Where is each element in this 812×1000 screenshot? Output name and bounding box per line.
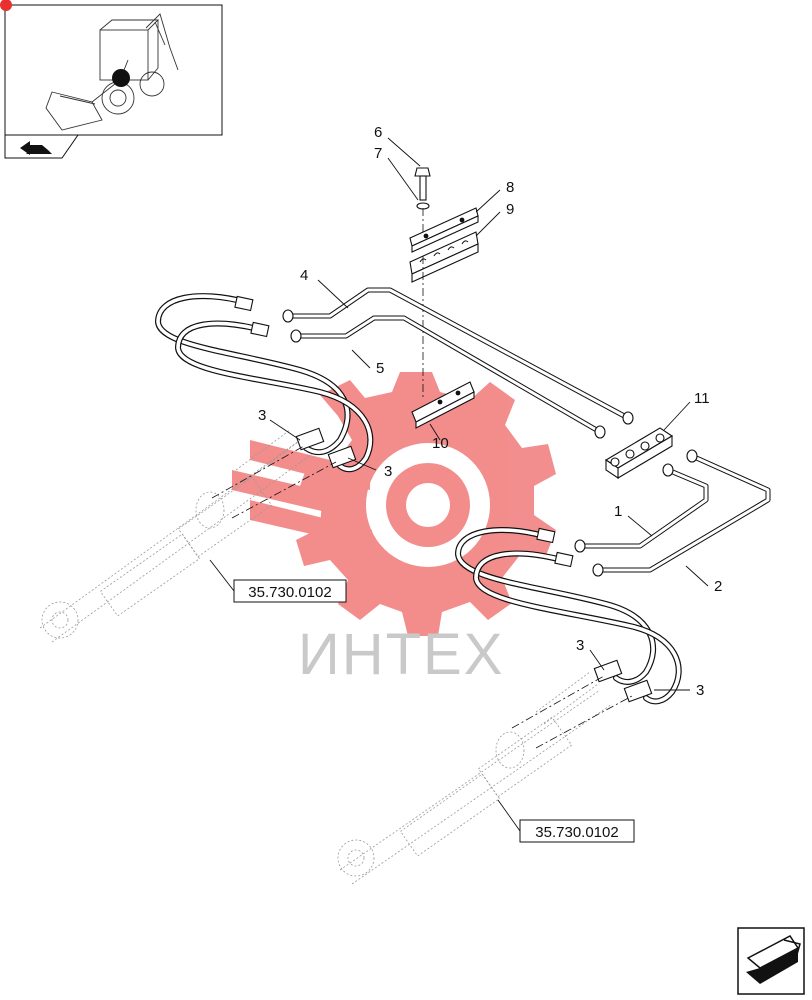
leader-line: [209, 559, 235, 592]
centerline: [511, 675, 605, 729]
callout-8: 8: [506, 179, 514, 196]
watermark-text: ИНТЕХ: [298, 622, 504, 687]
callout-11: 11: [694, 390, 710, 407]
centerline: [535, 695, 633, 749]
callout-9: 9: [506, 201, 514, 218]
thumbnail-frame: [0, 0, 223, 159]
hose-assemblies-upper: [155, 293, 374, 473]
cylinder-ghost-upper: [39, 429, 313, 643]
centerline: [231, 461, 337, 519]
reference-label: 35.730.0102: [248, 584, 331, 601]
callout-3: 3: [576, 637, 584, 654]
callout-4: 4: [300, 267, 308, 284]
hose-fittings-upper: [234, 295, 634, 469]
reference-box-top[interactable]: 35.730.0102: [233, 579, 347, 603]
rigid-pipes-upper: [288, 287, 630, 435]
union-block: [604, 427, 674, 480]
reference-label: 35.730.0102: [535, 824, 618, 841]
callout-3: 3: [258, 407, 266, 424]
callout-7: 7: [374, 145, 382, 162]
callout-3: 3: [384, 463, 392, 480]
reference-box-bottom[interactable]: 35.730.0102: [519, 819, 635, 843]
cylinder-ghost-lower: [337, 671, 613, 885]
bracket-plate: [411, 381, 475, 429]
hose-fittings-lower: [536, 449, 698, 703]
callout-3: 3: [696, 682, 704, 699]
callout-1: 1: [614, 503, 622, 520]
hose-assemblies-lower: [455, 527, 682, 705]
bolt: [414, 167, 431, 201]
callout-5: 5: [376, 360, 384, 377]
callout-2: 2: [714, 578, 722, 595]
callout-10: 10: [432, 435, 449, 452]
next-page-arrow-icon[interactable]: [737, 927, 805, 995]
leader-line: [497, 799, 521, 832]
position-marker: [112, 69, 130, 87]
centerline: [211, 445, 305, 499]
callout-leaders: [269, 137, 709, 691]
rigid-pipes-lower: [580, 453, 771, 573]
callout-6: 6: [374, 124, 382, 141]
clamp-top-plate: [409, 207, 479, 253]
watermark-logo: [232, 372, 556, 636]
orientation-arrow-icon: [20, 141, 52, 155]
